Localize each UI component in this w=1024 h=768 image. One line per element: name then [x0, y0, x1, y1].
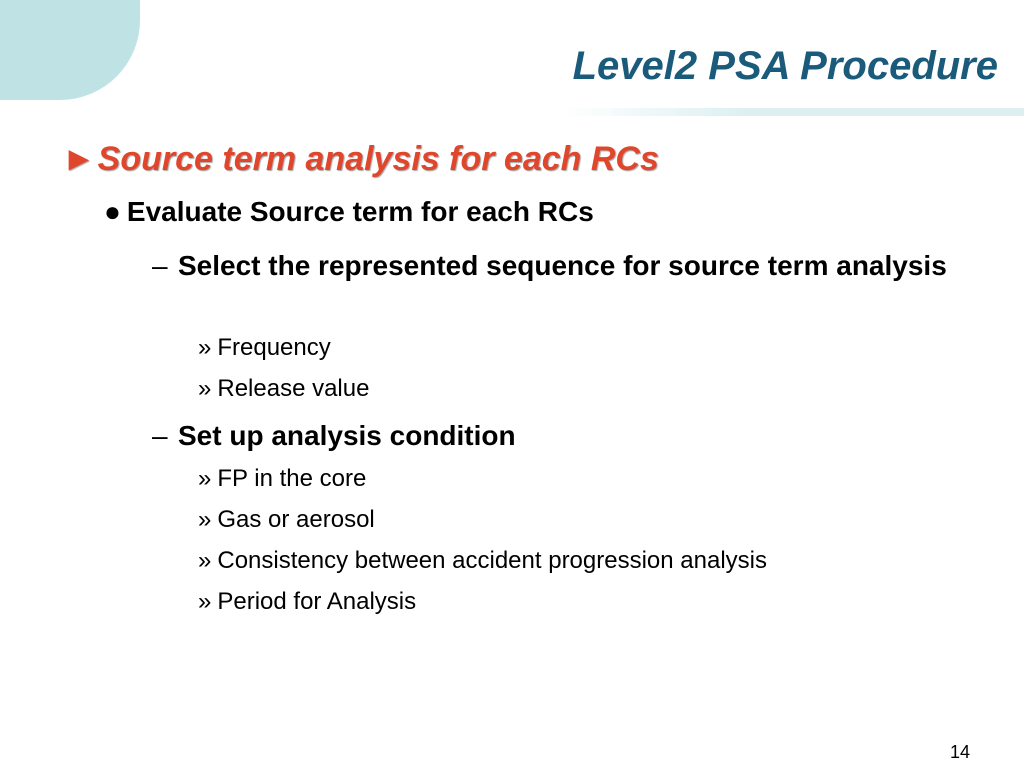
bullet-level4: » Gas or aerosol — [198, 506, 375, 534]
bullet-level4-text: Period for Analysis — [217, 588, 417, 615]
bullet-level4: » FP in the core — [198, 465, 366, 493]
chevron-bullet-icon: » — [198, 547, 212, 574]
bullet-level2: ● Evaluate Source term for each RCs — [104, 196, 594, 228]
bullet-level4-text: FP in the core — [217, 465, 367, 492]
bullet-level1: ► Source term analysis for each RCs — [62, 140, 659, 179]
bullet-level2-text: Evaluate Source term for each RCs — [126, 196, 594, 227]
bullet-level4-text: Release value — [217, 375, 370, 402]
title-underline-decoration — [560, 108, 1024, 116]
bullet-level3: – Set up analysis condition — [152, 416, 982, 456]
arrow-bullet-icon: ► — [62, 140, 96, 178]
chevron-bullet-icon: » — [198, 375, 212, 402]
page-number: 14 — [949, 742, 970, 762]
bullet-level4-text: Frequency — [217, 334, 331, 361]
bullet-level4: » Release value — [198, 375, 369, 403]
bullet-level4: » Frequency — [198, 334, 331, 362]
dash-bullet-icon: – — [152, 420, 168, 451]
chevron-bullet-icon: » — [198, 588, 212, 615]
dash-bullet-icon: – — [152, 250, 168, 281]
chevron-bullet-icon: » — [198, 334, 212, 361]
bullet-level4-text: Gas or aerosol — [217, 506, 375, 533]
dot-bullet-icon: ● — [104, 196, 121, 227]
bullet-level4: » Period for Analysis — [198, 588, 416, 616]
bullet-level3-text: Set up analysis condition — [178, 420, 516, 451]
bullet-level4-text: Consistency between accident progression… — [217, 547, 767, 574]
slide-title: Level2 PSA Procedure — [572, 44, 998, 88]
bullet-level1-text: Source term analysis for each RCs — [97, 140, 659, 178]
bullet-level3: – Select the represented sequence for so… — [152, 246, 982, 286]
chevron-bullet-icon: » — [198, 465, 212, 492]
chevron-bullet-icon: » — [198, 506, 212, 533]
bullet-level3-text: Select the represented sequence for sour… — [178, 250, 947, 281]
bullet-level4: » Consistency between accident progressi… — [198, 547, 767, 575]
